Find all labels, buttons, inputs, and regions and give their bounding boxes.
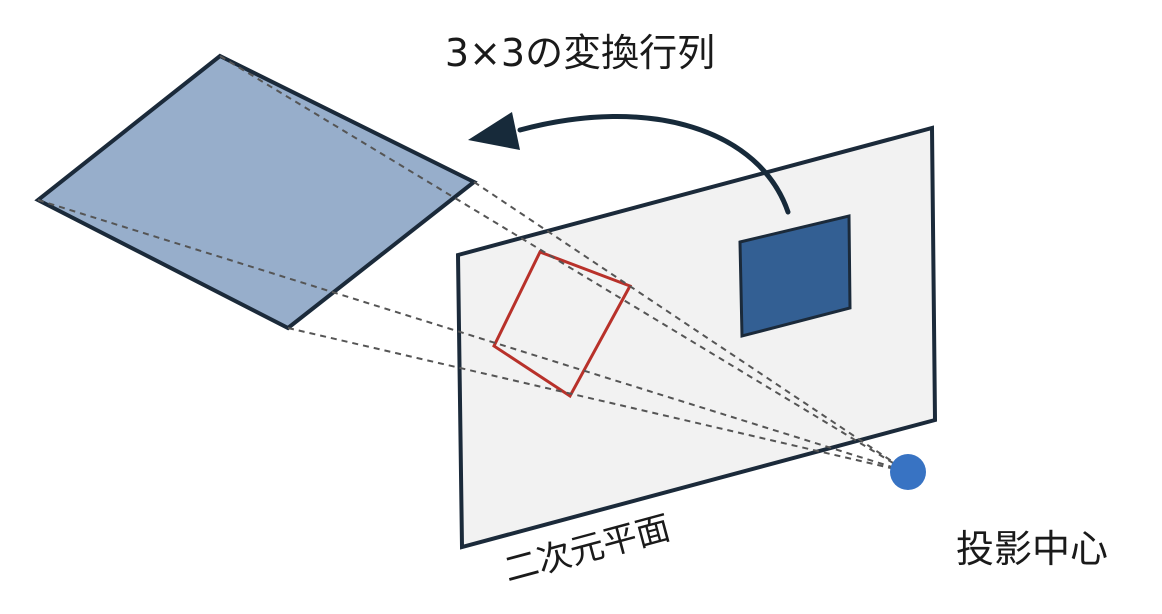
source-rectangle <box>738 214 852 338</box>
projection-line <box>473 181 909 473</box>
projection-center-label: 投影中心 <box>956 527 1108 571</box>
projection-line <box>287 327 909 473</box>
projection-lines <box>37 55 909 473</box>
projection-center-dot <box>890 454 926 490</box>
two-dimensional-plane <box>455 125 938 550</box>
transformed-quadrilateral <box>34 53 478 331</box>
projection-line <box>219 55 909 473</box>
transform-title: 3×3の変換行列 <box>445 31 715 75</box>
arrowhead-icon <box>468 112 520 150</box>
transform-arrow <box>517 113 791 215</box>
projected-quad-outline <box>492 250 633 399</box>
projection-line <box>37 199 909 473</box>
